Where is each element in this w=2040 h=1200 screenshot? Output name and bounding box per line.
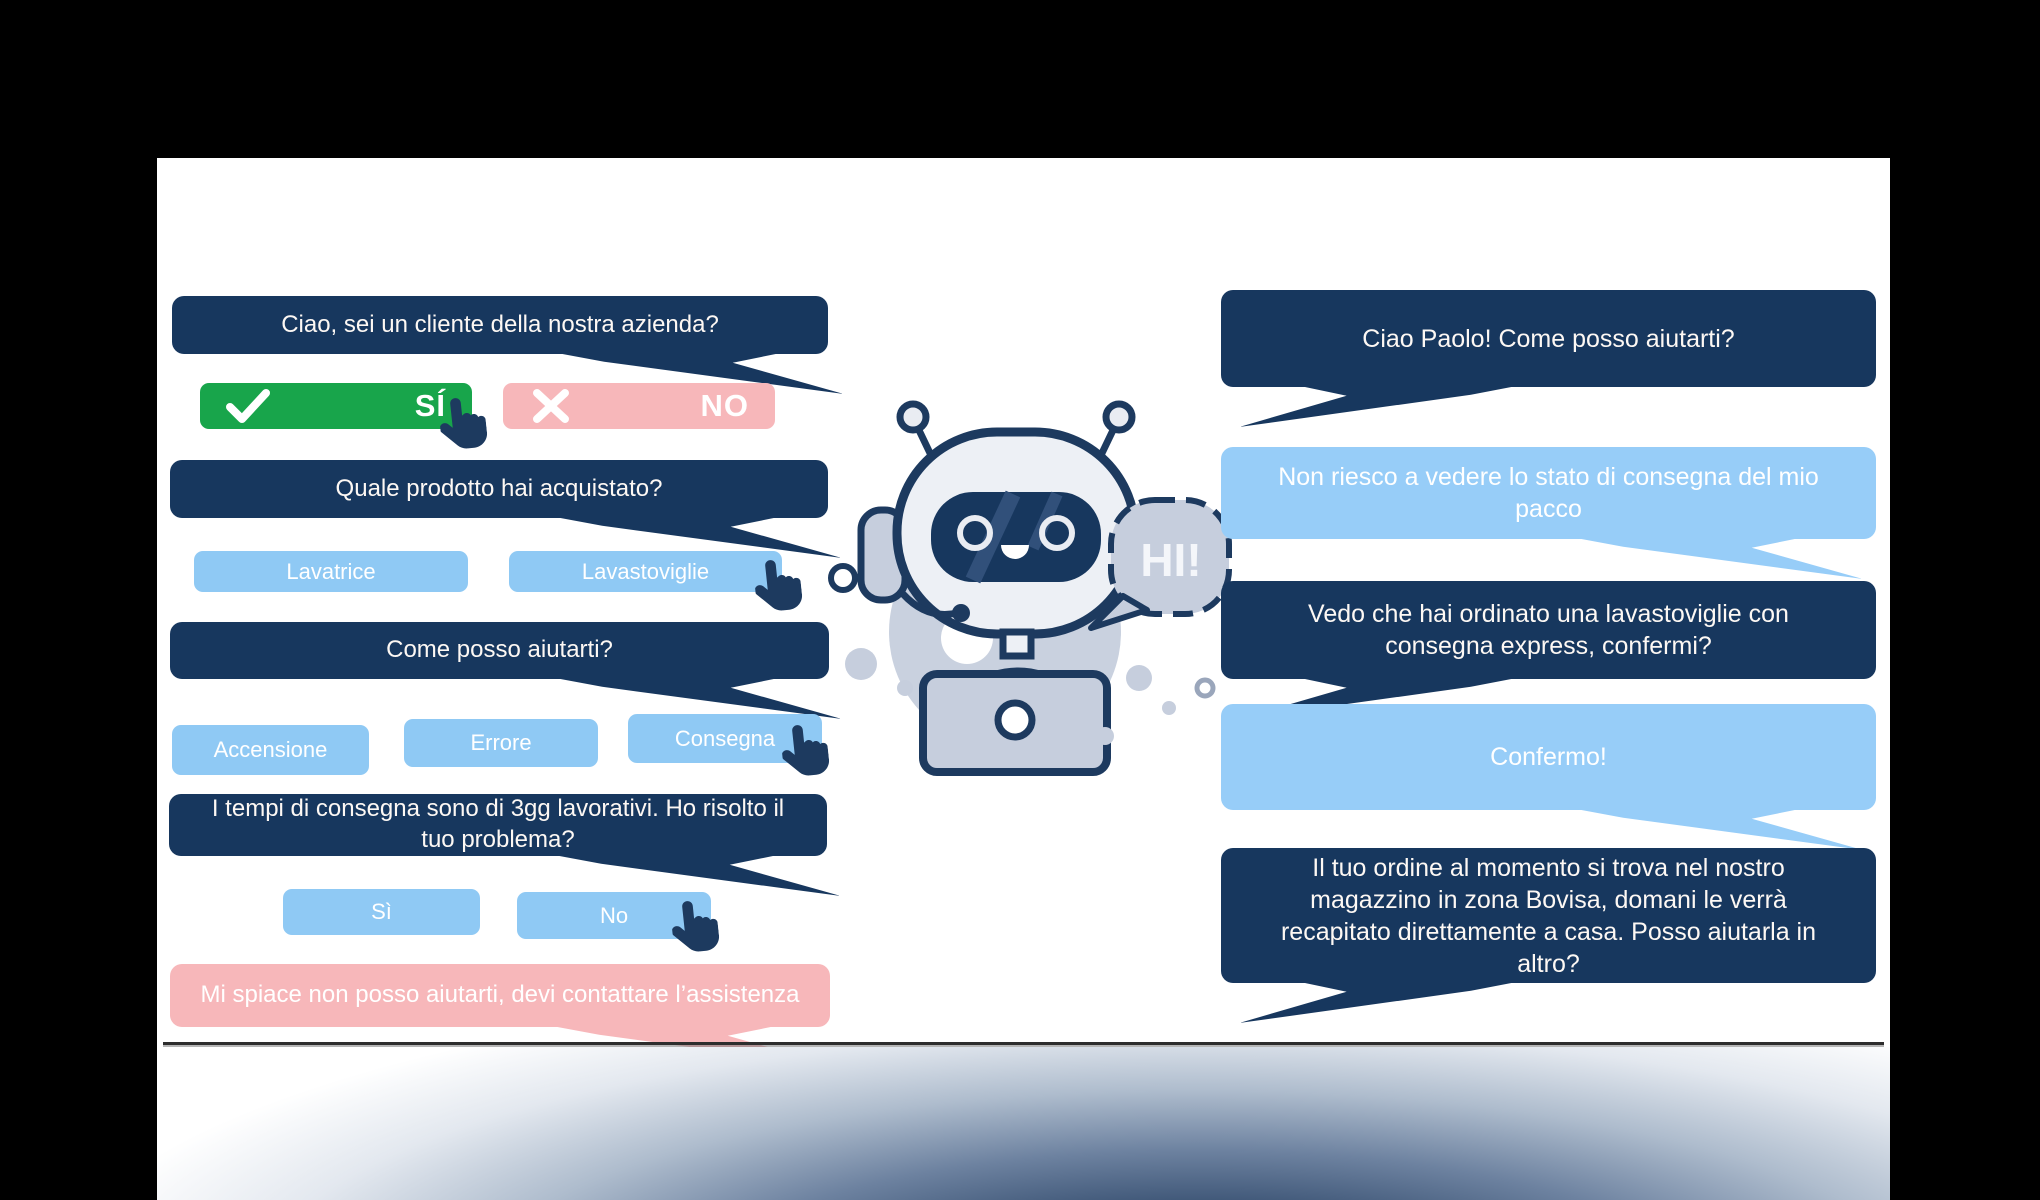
hand-cursor-icon — [437, 394, 489, 455]
robot-speech-bubble: HI! — [1088, 497, 1232, 631]
hand-cursor-icon — [779, 721, 831, 782]
chatbot-robot-icon: HI! — [828, 400, 1232, 776]
chat-message-text: Confermo! — [1490, 743, 1607, 771]
no-button[interactable]: NO — [503, 383, 775, 429]
help-button-label: Consegna — [674, 725, 776, 751]
bubble-tail — [1561, 807, 1861, 854]
bot-question-text: Quale prodotto hai acquistato? — [335, 474, 663, 502]
help-button-accensione[interactable]: Accensione — [172, 725, 369, 775]
chat-message-user: Non riesco a vedere lo stato di consegna… — [1221, 447, 1876, 539]
hand-cursor-icon — [669, 897, 721, 958]
confirm-button-label: No — [599, 902, 629, 928]
bubble-tail — [1241, 980, 1531, 1027]
bot-question-bubble: Quale prodotto hai acquistato? — [170, 460, 828, 518]
bot-question-bubble: Come posso aiutarti? — [170, 622, 829, 679]
chat-message-text: Non riesco a vedere lo stato di consegna… — [1278, 463, 1819, 523]
bot-question-bubble: Ciao, sei un cliente della nostra aziend… — [172, 296, 828, 354]
presentation-slide: Ciao, sei un cliente della nostra aziend… — [157, 158, 1890, 1200]
hand-cursor-icon — [752, 556, 804, 617]
error-bubble-text: Mi spiace non posso aiutarti, devi conta… — [200, 981, 800, 1009]
yes-button-label: SÍ — [414, 388, 446, 423]
chat-message-bot: Il tuo ordine al momento si trova nel no… — [1221, 848, 1876, 983]
slide-divider-line — [163, 1042, 1884, 1045]
chat-message-user: Confermo! — [1221, 704, 1876, 810]
product-button-lavastoviglie[interactable]: Lavastoviglie — [509, 551, 782, 592]
chat-message-text: Vedo che hai ordinato una lavastoviglie … — [1308, 600, 1789, 660]
chat-message-text: Ciao Paolo! Come posso aiutarti? — [1362, 324, 1735, 353]
bot-question-bubble: I tempi di consegna sono di 3gg lavorati… — [169, 794, 827, 856]
product-button-lavatrice[interactable]: Lavatrice — [194, 551, 468, 592]
help-button-label: Accensione — [213, 737, 328, 762]
help-button-errore[interactable]: Errore — [404, 719, 598, 767]
help-button-label: Errore — [470, 730, 532, 755]
bot-question-text: Come posso aiutarti? — [386, 636, 613, 664]
x-icon — [533, 389, 569, 423]
product-button-label: Lavatrice — [286, 558, 376, 584]
bot-question-text: I tempi di consegna sono di 3gg lavorati… — [211, 795, 785, 853]
confirm-button-label: Sì — [371, 899, 392, 924]
confirm-button-si[interactable]: Sì — [283, 889, 480, 935]
bottom-gradient-shadow — [157, 1047, 1890, 1200]
no-button-label: NO — [700, 388, 749, 423]
bot-question-text: Ciao, sei un cliente della nostra aziend… — [281, 310, 719, 338]
product-button-label: Lavastoviglie — [581, 558, 710, 584]
robot-greeting-text: HI! — [1140, 534, 1201, 586]
error-bubble: Mi spiace non posso aiutarti, devi conta… — [170, 964, 830, 1027]
robot-illustration: HI! — [805, 380, 1241, 776]
chat-message-bot: Vedo che hai ordinato una lavastoviglie … — [1221, 581, 1876, 679]
bubble-tail — [1241, 384, 1531, 431]
chat-message-bot: Ciao Paolo! Come posso aiutarti? — [1221, 290, 1876, 387]
yes-button[interactable]: SÍ — [200, 383, 472, 429]
bubble-tail — [1561, 536, 1861, 583]
check-icon — [226, 389, 270, 423]
chat-message-text: Il tuo ordine al momento si trova nel no… — [1280, 853, 1817, 978]
